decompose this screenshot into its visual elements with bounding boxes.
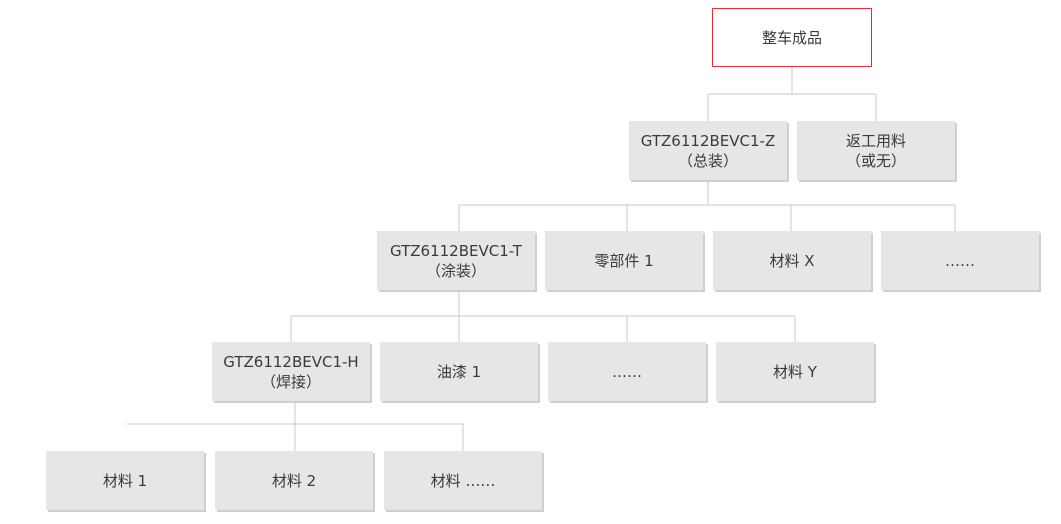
node-level3-ellipsis-label: …… — [612, 362, 642, 381]
node-welding[interactable]: GTZ6112BEVC1-H （焊接） — [212, 342, 370, 401]
node-material-x[interactable]: 材料 X — [713, 231, 871, 290]
node-rework-material-note: （或无） — [845, 151, 906, 170]
node-finished-vehicle[interactable]: 整车成品 — [712, 8, 872, 67]
node-material-x-label: 材料 X — [769, 251, 815, 270]
node-paint-1[interactable]: 油漆 1 — [380, 342, 538, 401]
node-material-y[interactable]: 材料 Y — [716, 342, 874, 401]
node-level2-ellipsis[interactable]: …… — [881, 231, 1039, 290]
node-paint-1-label: 油漆 1 — [436, 362, 482, 381]
node-assembly-code: GTZ6112BEVC1-Z — [640, 131, 776, 150]
node-material-more[interactable]: 材料 …… — [384, 451, 542, 510]
node-finished-vehicle-label: 整车成品 — [761, 28, 822, 47]
node-material-y-label: 材料 Y — [773, 362, 817, 381]
node-assembly[interactable]: GTZ6112BEVC1-Z （总装） — [629, 121, 787, 180]
node-part-1-label: 零部件 1 — [594, 251, 654, 270]
node-level2-ellipsis-label: …… — [945, 251, 975, 270]
node-level3-ellipsis[interactable]: …… — [548, 342, 706, 401]
node-painting-stage: （涂装） — [425, 261, 486, 280]
node-material-2-label: 材料 2 — [271, 471, 317, 490]
node-rework-material[interactable]: 返工用料 （或无） — [797, 121, 955, 180]
node-material-more-label: 材料 …… — [430, 471, 496, 490]
node-welding-code: GTZ6112BEVC1-H — [223, 352, 359, 371]
node-material-2[interactable]: 材料 2 — [215, 451, 373, 510]
node-welding-stage: （焊接） — [260, 372, 321, 391]
node-assembly-stage: （总装） — [677, 151, 738, 170]
node-painting[interactable]: GTZ6112BEVC1-T （涂装） — [377, 231, 535, 290]
node-material-1[interactable]: 材料 1 — [46, 451, 204, 510]
node-material-1-label: 材料 1 — [102, 471, 148, 490]
node-rework-material-label: 返工用料 — [845, 131, 906, 150]
node-painting-code: GTZ6112BEVC1-T — [390, 241, 522, 260]
node-part-1[interactable]: 零部件 1 — [545, 231, 703, 290]
